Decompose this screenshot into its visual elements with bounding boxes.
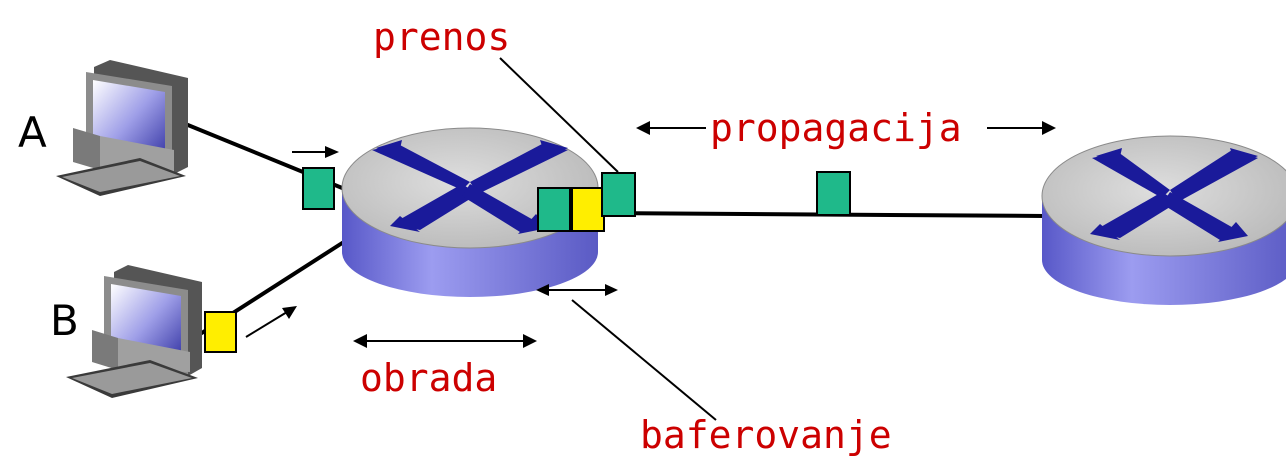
arrow-a-direction [292,146,339,158]
transmission-label: prenos [373,15,510,59]
queueing-label: baferovanje [640,413,892,457]
host-a-label: A [18,108,47,157]
packet-arriving-from-a [302,167,335,210]
packet-from-b [204,311,237,353]
host-b-label: B [50,296,79,345]
queueing-double-arrow [536,284,618,296]
processing-double-arrow [353,334,537,348]
propagation-label: propagacija [710,106,962,150]
packet-queued-yellow [571,187,605,232]
arrow-b-direction [245,306,297,338]
queueing-leader-line [571,299,717,421]
packet-queued-green [537,187,571,232]
propagation-arrow-right [987,121,1056,135]
host-b-computer-icon [66,265,202,398]
right-router-icon [1041,135,1286,305]
packet-propagating [816,171,851,216]
propagation-arrow-left [636,121,706,135]
host-a-computer-icon [56,60,188,196]
transmission-leader-line [499,57,619,173]
packet-transmitting [601,172,636,217]
processing-label: obrada [360,356,497,400]
